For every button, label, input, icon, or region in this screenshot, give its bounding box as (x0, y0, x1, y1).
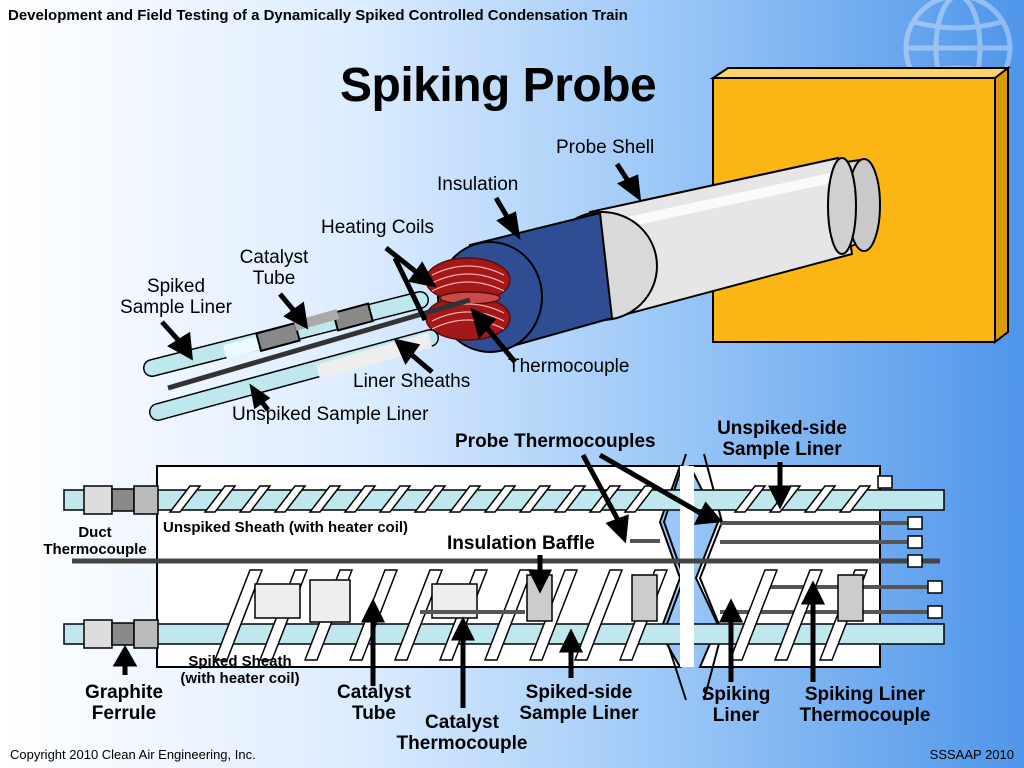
graphite-ferrule-upper (83, 485, 159, 515)
label-lower-catalyst-tube: Catalyst Tube (337, 682, 411, 724)
label-spiked-sheath: Spiked Sheath (with heater coil) (180, 653, 300, 687)
callout-arrows-lower (112, 452, 826, 708)
label-spiking-liner-thermocouple: Spiking Liner Thermocouple (799, 684, 931, 726)
label-catalyst-thermocouple: Catalyst Thermocouple (396, 712, 528, 754)
label-spiking-liner: Spiking Liner (701, 684, 771, 726)
label-unspiked-side-sample-liner: Unspiked-side Sample Liner (717, 418, 847, 460)
label-heating-coils: Heating Coils (321, 217, 434, 238)
label-catalyst-tube: Catalyst Tube (239, 247, 309, 289)
catalyst-tube-nut (332, 302, 374, 332)
label-spiked-sample-liner: Spiked Sample Liner (120, 276, 232, 318)
label-thermocouple: Thermocouple (508, 356, 630, 377)
catalyst-tube-fitting (255, 321, 301, 353)
label-probe-thermocouples: Probe Thermocouples (455, 431, 656, 452)
label-unspiked-sample-liner: Unspiked Sample Liner (232, 404, 429, 425)
copyright-text: Copyright 2010 Clean Air Engineering, In… (10, 747, 256, 762)
callout-arrows-upper (160, 162, 642, 412)
insulation-baffles (526, 574, 864, 622)
label-spiked-side-sample-liner: Spiked-side Sample Liner (519, 682, 639, 724)
label-probe-shell: Probe Shell (556, 137, 655, 158)
thermocouple-connectors (877, 475, 943, 619)
presentation-title: Development and Field Testing of a Dynam… (8, 7, 628, 24)
label-insulation-baffle: Insulation Baffle (447, 533, 595, 554)
slide-title: Spiking Probe (340, 59, 657, 112)
unspiked-sheath-coils (168, 485, 872, 513)
spiked-sheath-coils (213, 569, 869, 661)
label-graphite-ferrule: Graphite Ferrule (84, 682, 164, 724)
label-unspiked-sheath: Unspiked Sheath (with heater coil) (163, 519, 409, 536)
event-label: SSSAAP 2010 (929, 747, 1014, 762)
graphite-ferrule-lower (83, 619, 159, 649)
label-duct-thermocouple: Duct Thermocouple (43, 524, 147, 558)
label-liner-sheaths: Liner Sheaths (353, 371, 471, 392)
label-insulation: Insulation (437, 174, 519, 195)
